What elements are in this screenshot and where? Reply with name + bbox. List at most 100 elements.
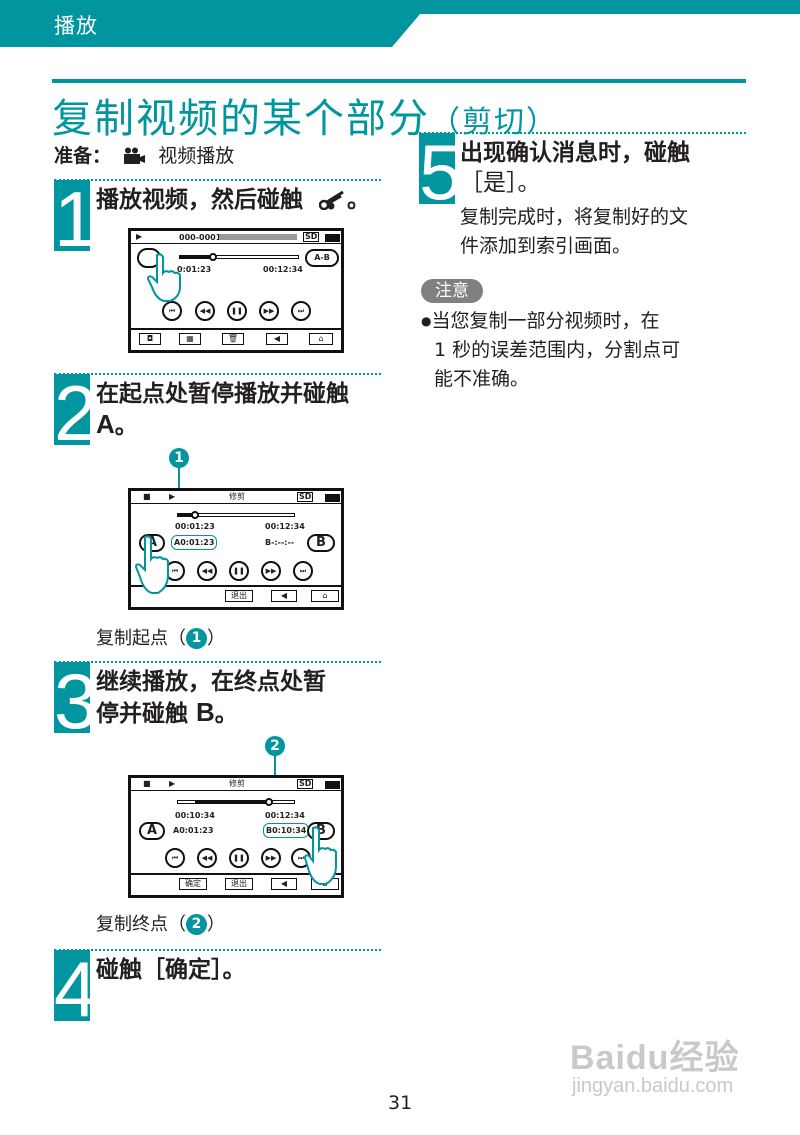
- hand-icon: [303, 826, 337, 885]
- a-button[interactable]: A: [139, 822, 165, 840]
- volume-button[interactable]: ◀: [271, 878, 297, 890]
- step3-number: 3: [54, 662, 90, 733]
- home-button[interactable]: ⌂: [309, 333, 333, 345]
- total-time: 00:12:34: [265, 522, 305, 531]
- a-point-value: A0:01:23: [173, 826, 214, 835]
- b-button[interactable]: B: [307, 534, 335, 552]
- ab-repeat-button[interactable]: A-B: [305, 249, 339, 267]
- status-bar: ■ ▶ 修剪 SD: [131, 491, 341, 504]
- screen-trim-end: ■ ▶ 修剪 SD 00:10:34 00:12:34 A A0:01:23 B…: [128, 775, 344, 898]
- current-time: 0:01:23: [177, 265, 212, 274]
- home-button[interactable]: ⌂: [311, 590, 339, 602]
- battery-icon: [325, 781, 340, 789]
- skip-forward-button[interactable]: ⏭: [293, 561, 313, 581]
- rewind-button[interactable]: ◀◀: [197, 848, 217, 868]
- rewind-button[interactable]: ◀◀: [195, 301, 215, 321]
- step2-text: 在起点处暂停播放并碰触 A。: [96, 381, 349, 439]
- forward-button[interactable]: ▶▶: [261, 561, 281, 581]
- b-point-value: B-:--:--: [265, 538, 295, 547]
- preparation-label: 准备：: [54, 145, 112, 167]
- step5-body: 复制完成时，将复制好的文 件添加到索引画面。: [460, 206, 689, 257]
- caption-callout-1: 1: [186, 628, 207, 649]
- sd-badge: SD: [297, 779, 314, 789]
- step5-divider: [419, 132, 746, 134]
- exit-button[interactable]: 退出: [225, 590, 253, 602]
- seek-progress: [179, 255, 213, 259]
- skip-back-button[interactable]: ⏮: [162, 301, 182, 321]
- header-strip: [392, 0, 800, 14]
- file-number: 000-0001: [179, 233, 222, 242]
- forward-button[interactable]: ▶▶: [261, 848, 281, 868]
- exit-button[interactable]: 退出: [225, 878, 253, 890]
- status-bar: ▶ 000-0001 SD: [131, 231, 341, 244]
- index-button[interactable]: ▦: [179, 333, 201, 345]
- camera-icon: ■: [143, 779, 151, 788]
- trim-title: 修剪: [229, 492, 245, 501]
- screen-trim-start: ■ ▶ 修剪 SD 00:01:23 00:12:34 A A0:01:23 B…: [128, 488, 344, 610]
- step3-text: 继续播放，在终点处暂 停并碰触 B。: [96, 669, 326, 727]
- volume-button[interactable]: ◀: [271, 590, 297, 602]
- bullet: ●: [421, 314, 432, 328]
- page-title-main: 复制视频的某个部分: [52, 96, 430, 142]
- ok-button[interactable]: 确定: [179, 878, 207, 890]
- seek-knob[interactable]: [265, 798, 273, 806]
- skip-back-button[interactable]: ⏮: [165, 848, 185, 868]
- seek-progress: [177, 513, 195, 517]
- pause-button[interactable]: ❚❚: [229, 561, 249, 581]
- sd-badge: SD: [297, 492, 314, 502]
- step1-number: 1: [54, 180, 90, 251]
- snapshot-button[interactable]: ◘: [139, 333, 161, 345]
- status-bar: ■ ▶ 修剪 SD: [131, 778, 341, 791]
- seek-knob[interactable]: [209, 253, 217, 261]
- skip-forward-button[interactable]: ⏭: [291, 301, 311, 321]
- step4-number: 4: [54, 950, 90, 1021]
- preparation: 准备： 视频播放: [54, 141, 234, 168]
- step2-divider: [54, 373, 381, 375]
- title-rule: [52, 79, 746, 83]
- play-icon: ▶: [169, 779, 176, 788]
- volume-button[interactable]: ◀: [266, 333, 288, 345]
- delete-button[interactable]: 🗑: [222, 333, 244, 345]
- total-time: 00:12:34: [265, 811, 305, 820]
- step5-number: 5: [419, 133, 455, 204]
- total-time: 00:12:34: [263, 265, 303, 274]
- rewind-button[interactable]: ◀◀: [197, 561, 217, 581]
- b-button[interactable]: B: [307, 822, 335, 840]
- page-number: 31: [388, 1092, 413, 1114]
- current-time: 00:10:34: [175, 811, 215, 820]
- a-point-value: A0:01:23: [171, 535, 218, 550]
- toolbar: 退出 ◀ ⌂: [131, 585, 341, 607]
- step2-number: 2: [54, 374, 90, 445]
- current-time: 00:01:23: [175, 522, 215, 531]
- key-a: A: [96, 409, 115, 439]
- preparation-text: 视频播放: [158, 145, 235, 167]
- video-camera-icon: [122, 147, 146, 164]
- seek-knob[interactable]: [191, 511, 199, 519]
- key-b: B: [196, 697, 215, 727]
- callout-2: 2: [265, 736, 285, 756]
- caption-callout-2: 2: [186, 914, 207, 935]
- step4-divider: [54, 949, 381, 951]
- step5-text: 出现确认消息时，碰触 ［是］。: [460, 140, 690, 196]
- battery-icon: [325, 494, 340, 502]
- watermark-brand: Baidu经验: [570, 1039, 740, 1077]
- section-title: 播放: [54, 14, 98, 38]
- step1-divider: [54, 179, 381, 181]
- caption-end: 复制终点（2）: [96, 914, 225, 935]
- screen-playback: ▶ 000-0001 SD 0:01:23 00:12:34 A-B ⏮ ◀◀ …: [128, 228, 344, 353]
- scissors-icon: [319, 190, 345, 210]
- hand-icon: [147, 253, 181, 302]
- play-icon: ▶: [136, 232, 143, 241]
- forward-button[interactable]: ▶▶: [259, 301, 279, 321]
- camera-icon: ■: [143, 492, 151, 501]
- battery-icon: [325, 234, 340, 242]
- callout-1: 1: [169, 448, 189, 468]
- pause-button[interactable]: ❚❚: [227, 301, 247, 321]
- seek-progress: [195, 800, 269, 804]
- note-text: ●当您复制一部分视频时，在 1 秒的误差范围内，分割点可 能不准确。: [421, 310, 681, 390]
- caption-start: 复制起点（1）: [96, 628, 225, 649]
- step3-divider: [54, 661, 381, 663]
- pause-button[interactable]: ❚❚: [229, 848, 249, 868]
- watermark-url: jingyan.baidu.com: [572, 1075, 734, 1097]
- hand-icon: [134, 535, 169, 594]
